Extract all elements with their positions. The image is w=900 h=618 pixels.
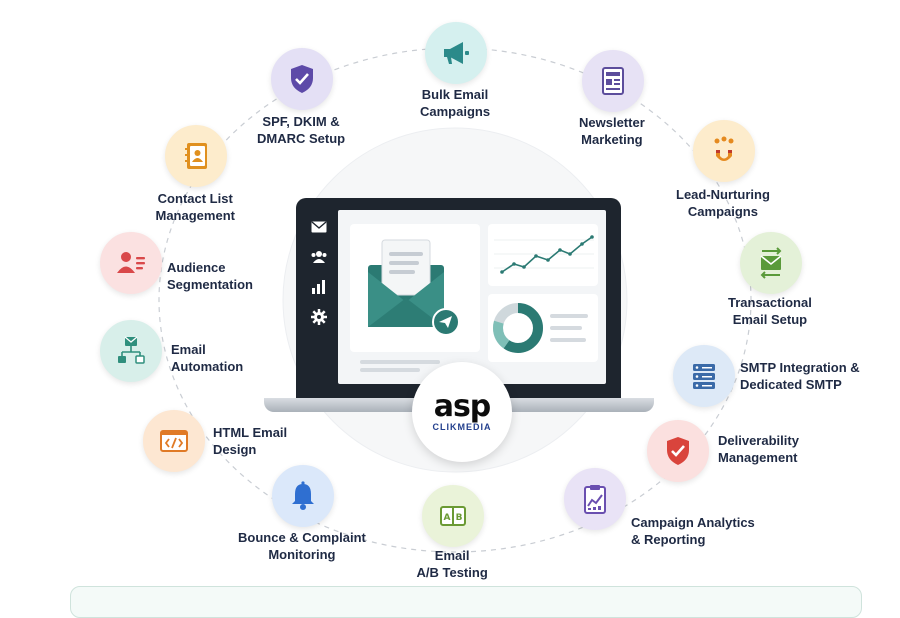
- address-book-icon: [165, 125, 227, 187]
- service-label-line: Management: [155, 208, 235, 223]
- service-label-line: Campaigns: [420, 104, 491, 119]
- service-label-line: HTML Email: [213, 425, 288, 440]
- code-window-icon: [143, 410, 205, 472]
- laptop-screen: [296, 198, 621, 400]
- newsletter-icon: [582, 50, 644, 112]
- envelope-icon: [368, 239, 460, 336]
- service-label-line: Audience: [167, 260, 226, 275]
- svg-text:A: A: [444, 513, 451, 523]
- workflow-icon: [100, 320, 162, 382]
- service-label-line: Transactional: [728, 295, 812, 310]
- service-label-line: Management: [718, 450, 798, 465]
- users-icon: [308, 246, 330, 268]
- magnet-people-icon: [693, 120, 755, 182]
- service-label-line: A/B Testing: [416, 565, 488, 580]
- logo-subtext: CLIKMEDIA: [432, 422, 492, 432]
- service-label-line: DMARC Setup: [257, 131, 346, 146]
- service-label-line: Email: [171, 342, 206, 357]
- service-label: SMTP Integration & Dedicated SMTP: [740, 359, 860, 393]
- shield-check-icon: [647, 420, 709, 482]
- bar-chart-icon: [308, 276, 330, 298]
- service-label-line: Campaigns: [687, 204, 758, 219]
- bell-icon: [272, 465, 334, 527]
- service-label-line: Email Setup: [732, 312, 808, 327]
- dashboard-sidebar: [308, 216, 330, 336]
- megaphone-icon: [425, 22, 487, 84]
- service-label-line: Email: [434, 548, 470, 563]
- service-label-line: Campaign Analytics: [631, 515, 755, 530]
- mail-icon: [308, 216, 330, 238]
- service-label-line: Design: [213, 442, 257, 457]
- service-label-line: Segmentation: [167, 277, 253, 292]
- service-label-line: Bulk Email: [421, 87, 489, 102]
- service-label-line: SPF, DKIM &: [262, 114, 340, 129]
- service-label-line: Lead-Nurturing: [676, 187, 770, 202]
- logo-wordmark: asp: [433, 389, 492, 424]
- svg-text:B: B: [456, 513, 463, 523]
- service-label-line: Monitoring: [268, 547, 336, 562]
- dashboard-screen: [338, 210, 606, 384]
- clipboard-chart-icon: [564, 468, 626, 530]
- user-list-icon: [100, 232, 162, 294]
- service-label-line: & Reporting: [631, 532, 706, 547]
- service-label-line: SMTP Integration &: [740, 360, 860, 375]
- service-label-line: Deliverability: [718, 433, 799, 448]
- service-label-line: Marketing: [581, 132, 643, 147]
- server-icon: [673, 345, 735, 407]
- shield-icon: [271, 48, 333, 110]
- footer-panel: [70, 586, 862, 618]
- donut-chart: [493, 303, 543, 353]
- service-label: SPF, DKIM & DMARC Setup: [257, 113, 345, 147]
- service-label: Campaign Analytics & Reporting: [631, 514, 755, 548]
- gear-icon: [308, 306, 330, 328]
- company-logo: asp CLIKMEDIA: [412, 362, 512, 462]
- service-label-line: Dedicated SMTP: [740, 377, 842, 392]
- email-sync-icon: [740, 232, 802, 294]
- service-label-line: Contact List: [157, 191, 233, 206]
- service-label-line: Automation: [171, 359, 244, 374]
- service-label-line: Newsletter: [579, 115, 645, 130]
- service-label-line: Bounce & Complaint: [238, 530, 366, 545]
